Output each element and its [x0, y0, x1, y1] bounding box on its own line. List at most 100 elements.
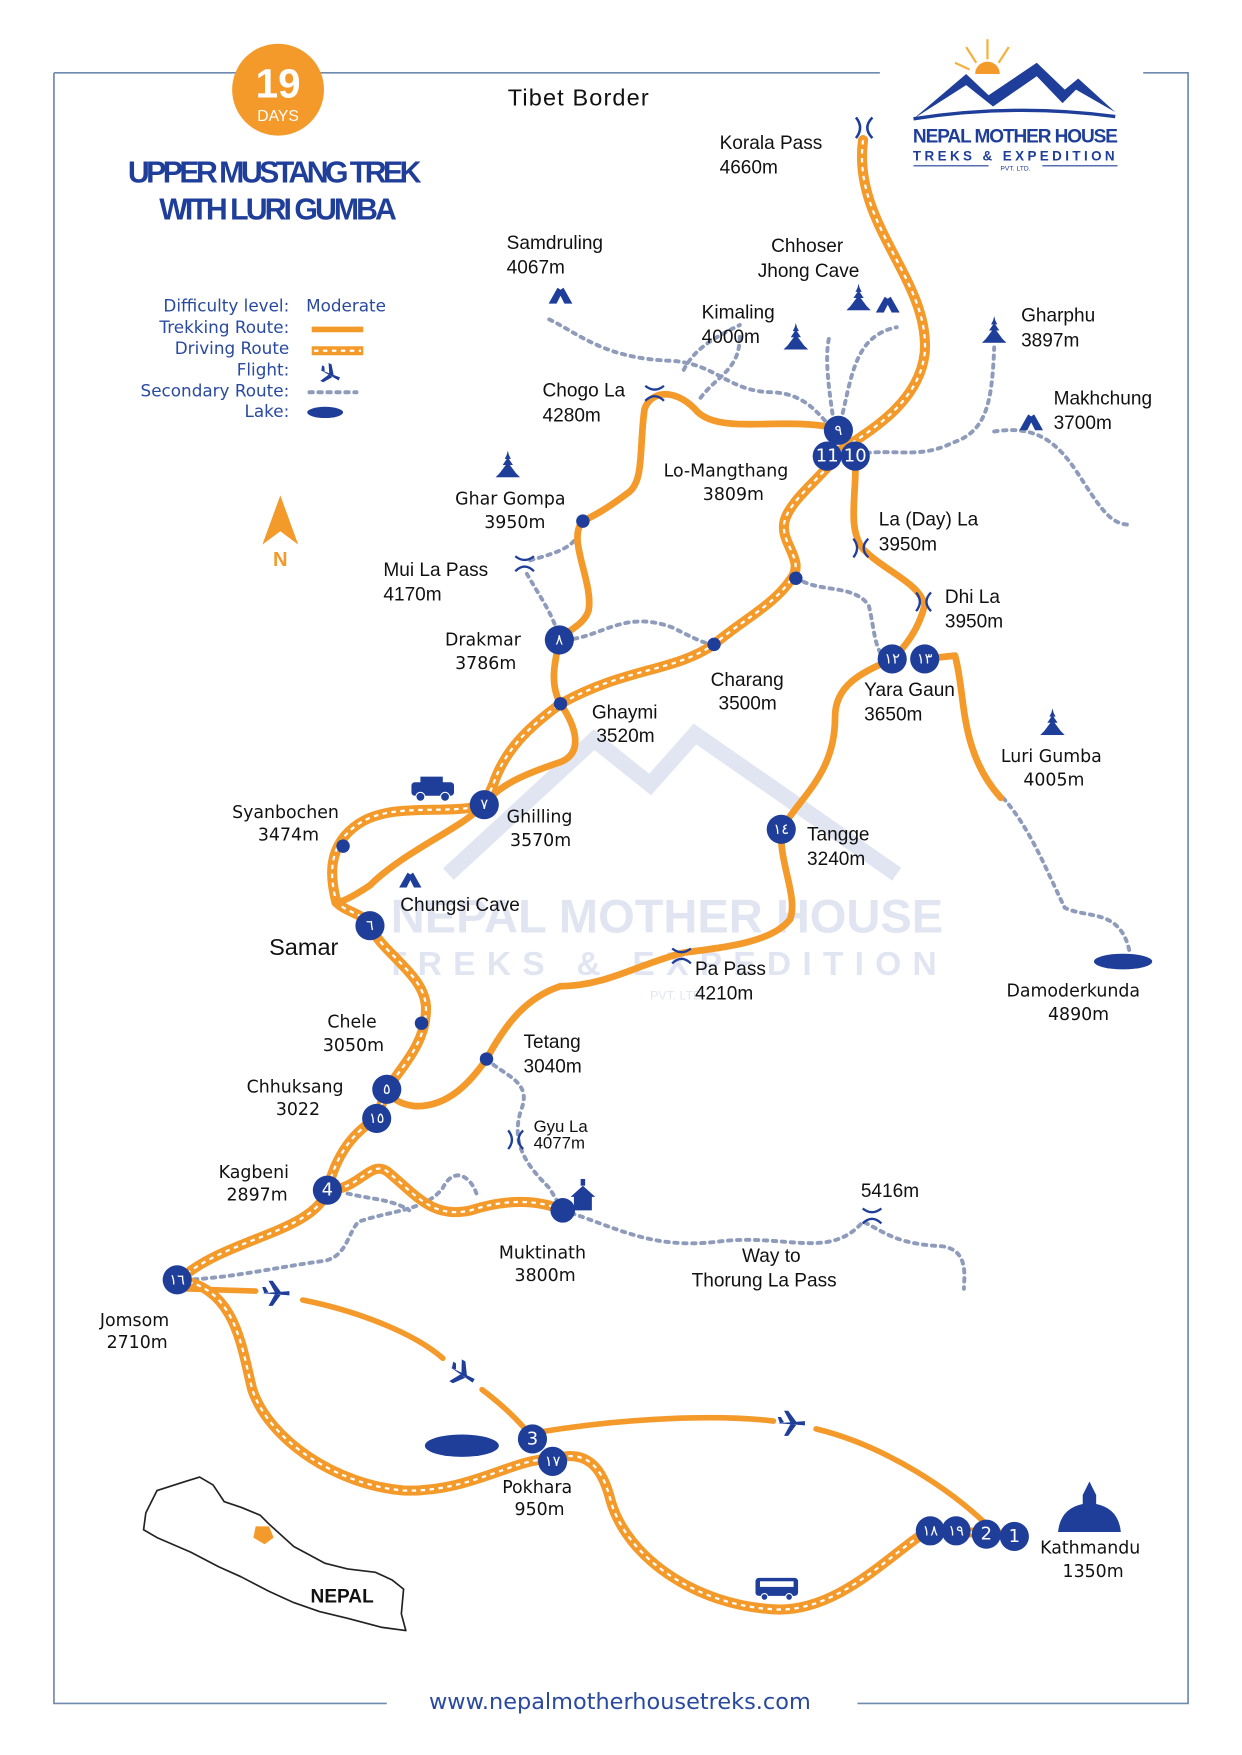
korala-pass-icon	[854, 116, 874, 140]
day-marker-10: 10	[840, 441, 870, 471]
damoderkunda-lake-icon	[1093, 953, 1153, 970]
day-marker-3: 3	[517, 1424, 548, 1454]
svg-text:١٩: ١٩	[948, 1522, 964, 1539]
logo-sub: TREKS & EXPEDITION	[913, 148, 1118, 163]
label-la-day-la: La (Day) La	[879, 510, 979, 531]
legend-lake: Lake:	[244, 401, 289, 421]
elev-jomsom: 2710m	[107, 1333, 168, 1353]
label-jhong-cave: Jhong Cave	[758, 261, 860, 282]
elev-kagbeni: 2897m	[227, 1185, 288, 1205]
elev-chele: 3050m	[323, 1036, 384, 1056]
elev-damoderkunda: 4890m	[1048, 1005, 1109, 1025]
day-marker-7: ٧	[469, 790, 499, 820]
elev-la-day-la: 3950m	[879, 534, 937, 555]
label-chogo-la: Chogo La	[543, 381, 626, 402]
label-gyu-la: Gyu La	[534, 1117, 589, 1136]
label-pokhara: Pokhara	[502, 1478, 572, 1498]
jhong-cave-icon	[875, 296, 900, 313]
legend-difficulty-value: Moderate	[306, 296, 386, 316]
label-kagbeni: Kagbeni	[219, 1163, 289, 1183]
plane-icon	[777, 1410, 805, 1436]
plane-icon	[262, 1280, 290, 1306]
elev-pokhara: 950m	[515, 1500, 565, 1520]
map-title: UPPER MUSTANG TREK	[128, 157, 422, 190]
elev-gharphu: 3897m	[1021, 330, 1079, 351]
website-link[interactable]: www.nepalmotherhousetreks.com	[429, 1689, 811, 1715]
elev-yara-gaun: 3650m	[864, 705, 922, 726]
watermark-sub: TREKS & EXPEDITION	[386, 946, 948, 983]
samdruling-cave-icon	[548, 287, 573, 304]
svg-text:١٤: ١٤	[773, 821, 789, 838]
svg-text:٩: ٩	[834, 422, 842, 439]
svg-text:١٧: ١٧	[545, 1453, 561, 1470]
nepal-inset-label: NEPAL	[311, 1587, 375, 1608]
secondary-routes	[183, 317, 1134, 1291]
elev-gyu-la: 4077m	[534, 1134, 585, 1153]
gyu-la-pass-icon	[506, 1129, 525, 1151]
svg-text:٦: ٦	[366, 917, 374, 934]
elev-korala-pass: 4660m	[720, 158, 778, 179]
tibet-border-label: Tibet Border	[508, 84, 650, 110]
elev-pa-pass: 4210m	[695, 984, 753, 1005]
label-syanbochen: Syanbochen	[232, 803, 339, 823]
label-luri-gumba: Luri Gumba	[1001, 747, 1102, 767]
elev-syanbochen: 3474m	[258, 826, 319, 846]
jeep-icon	[411, 776, 455, 802]
page-frame	[53, 72, 1189, 1705]
days-badge: 19 DAYS	[232, 43, 325, 136]
label-makhchung: Makhchung	[1054, 389, 1152, 410]
ghar-gompa-stupa-icon	[495, 450, 521, 478]
day-marker-5: ٥	[372, 1074, 402, 1104]
elev-dhi-la: 3950m	[945, 612, 1003, 633]
elev-ghar-gompa: 3950m	[484, 513, 545, 533]
svg-text:1: 1	[1009, 1526, 1020, 1547]
label-pa-pass: Pa Pass	[695, 959, 766, 980]
svg-text:١٥: ١٥	[369, 1110, 385, 1127]
legend-trekking: Trekking Route:	[158, 317, 289, 337]
plane-icon	[443, 1356, 480, 1392]
day-marker-14: ١٤	[766, 814, 796, 844]
label-mui-la-pass: Mui La Pass	[383, 560, 488, 581]
svg-text:١٦: ١٦	[169, 1271, 185, 1288]
watermark-pvt: PVT. LTD.	[650, 989, 705, 1003]
elev-charang: 3500m	[719, 693, 777, 714]
label-chele: Chele	[327, 1013, 376, 1033]
label-yara-gaun: Yara Gaun	[864, 680, 955, 701]
svg-text:3: 3	[527, 1428, 538, 1449]
mui-la-pass-icon	[513, 554, 536, 573]
label-ghar-gompa: Ghar Gompa	[455, 489, 565, 509]
label-ghilling: Ghilling	[507, 808, 573, 828]
svg-text:4: 4	[322, 1180, 333, 1201]
flight-routes	[182, 1280, 995, 1533]
day-marker-12: ١٢	[877, 644, 907, 674]
elev-kathmandu: 1350m	[1063, 1562, 1124, 1582]
svg-text:١٨: ١٨	[922, 1522, 938, 1539]
day-marker-18: ١٨	[915, 1516, 945, 1546]
mustang-region-highlight	[253, 1526, 274, 1545]
legend-secondary: Secondary Route:	[141, 381, 290, 401]
svg-text:١٣: ١٣	[917, 650, 933, 667]
label-kimaling: Kimaling	[702, 302, 775, 323]
label-ghaymi: Ghaymi	[592, 702, 658, 723]
elev-kimaling: 4000m	[702, 327, 760, 348]
label-drakmar: Drakmar	[445, 631, 522, 651]
label-muktinath: Muktinath	[499, 1244, 586, 1264]
label-thorung-la-pass: Thorung La Pass	[692, 1271, 837, 1292]
watermark-title: NEPAL MOTHER HOUSE	[391, 889, 943, 942]
day-marker-13: ١٣	[910, 644, 940, 674]
temple-icon	[570, 1178, 596, 1211]
label-kathmandu: Kathmandu	[1040, 1538, 1140, 1558]
label-damoderkunda: Damoderkunda	[1007, 981, 1141, 1001]
chhoser-stupa-icon	[846, 283, 871, 311]
legend-driving: Driving Route	[175, 338, 290, 358]
day-marker-11: 11	[812, 441, 842, 471]
elev-samdruling: 4067m	[507, 257, 565, 278]
elev-muktinath: 3800m	[515, 1266, 576, 1286]
legend: Difficulty level: Moderate Trekking Rout…	[141, 296, 386, 421]
day-markers: ٩ 11 10 ٨ ٧ ٦ ٥ ١٥ 4 ١٦ ١٢ ١٣ ١٤ 3 ١٧ ١٨…	[162, 415, 1029, 1552]
chungsi-cave-icon	[399, 872, 422, 888]
elev-drakmar: 3786m	[455, 654, 516, 674]
map-title-2: WITH LURI GUMBA	[159, 194, 397, 227]
